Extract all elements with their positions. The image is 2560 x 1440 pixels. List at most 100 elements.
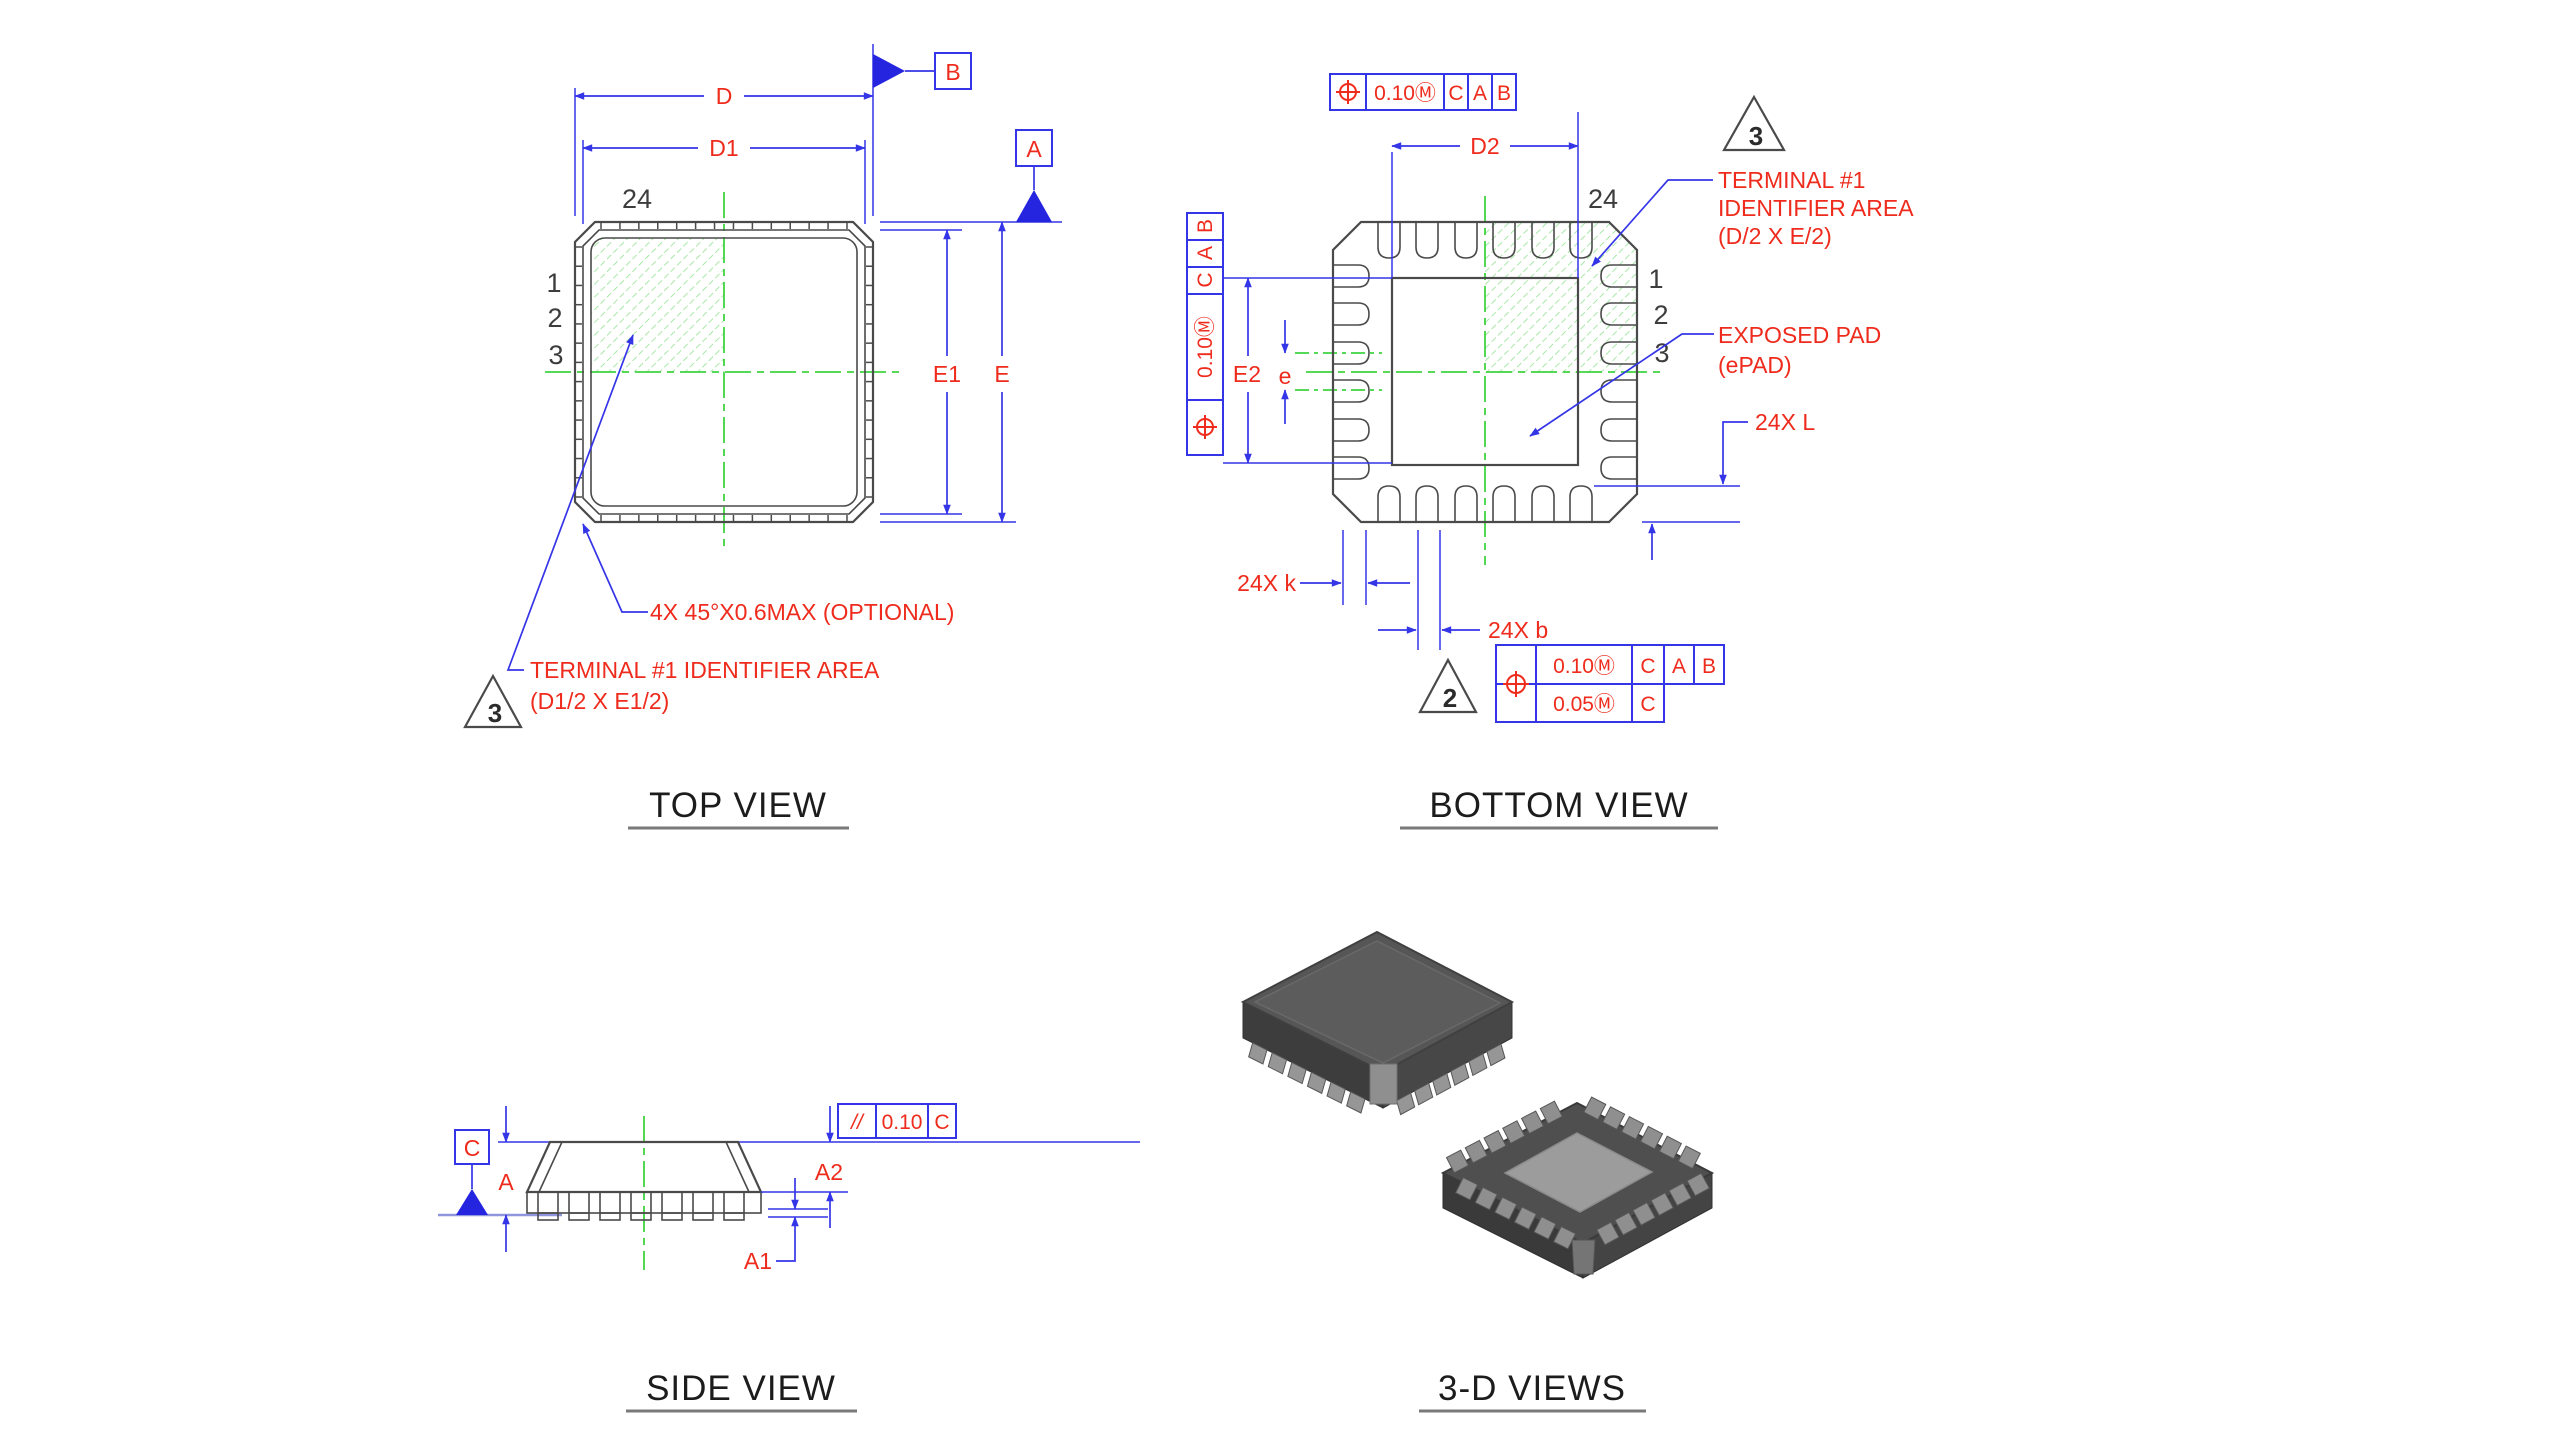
chip-pin	[1686, 1172, 1711, 1197]
dim-label-e: e	[1279, 363, 1292, 389]
chamfer-note-leader	[582, 523, 648, 613]
pin-label-24: 24	[1588, 184, 1618, 214]
chip-pin	[1248, 1042, 1268, 1065]
slot-bottom	[1531, 485, 1555, 522]
chip-3d-top	[1240, 930, 1515, 1116]
fcf-bottom-row1-ref2: A	[1672, 655, 1686, 678]
chip-corner-bevel	[1571, 1239, 1596, 1275]
pin-label-3: 3	[1654, 338, 1669, 368]
terminal-foot	[723, 1212, 745, 1221]
fcf-left: B A C 0.10Ⓜ	[1186, 212, 1224, 456]
chip-pin	[1445, 1149, 1470, 1174]
slot-left	[1333, 418, 1370, 442]
chip-pin	[1677, 1145, 1701, 1170]
fcf-left-ref3: B	[1194, 219, 1217, 233]
chip-pin	[1602, 1106, 1626, 1131]
datum-b-label: B	[945, 59, 960, 85]
terminal1-note-line1: TERMINAL #1 IDENTIFIER AREA	[530, 657, 880, 683]
fcf-left-tolerance: 0.10Ⓜ	[1194, 316, 1217, 378]
slot-right	[1600, 302, 1637, 326]
slot-left	[1333, 264, 1370, 288]
chip-pin	[1396, 1092, 1416, 1116]
dim-label-24XL: 24X L	[1755, 409, 1815, 435]
fcf-parallelism: // 0.10 C	[837, 1103, 957, 1139]
chip-pin	[1483, 1129, 1507, 1154]
position-tolerance-icon	[1503, 671, 1529, 697]
top-view-title: TOP VIEW	[649, 786, 827, 825]
slot-top	[1531, 222, 1555, 259]
terminal-foot	[661, 1212, 683, 1221]
datum-a-frame	[1015, 129, 1053, 167]
slot-bottom	[1415, 485, 1439, 522]
exposed-pad-note-line1: EXPOSED PAD	[1718, 322, 1881, 348]
chip-pin	[1494, 1196, 1518, 1221]
chip-pin	[1520, 1110, 1545, 1135]
fcf-bottom-row2-ref1: C	[1640, 693, 1655, 716]
chip-pin	[1346, 1091, 1366, 1114]
package-outline	[1331, 220, 1639, 524]
terminal1-note-leader	[1591, 179, 1713, 267]
slot-bottom	[1569, 485, 1593, 522]
position-tolerance-icon	[1193, 415, 1217, 439]
terminal1-note-line3: (D/2 X E/2)	[1718, 223, 1832, 249]
terminal-slots	[1333, 222, 1637, 522]
terminal-foot	[568, 1212, 590, 1221]
chip-pin	[1468, 1053, 1488, 1077]
chip-3d-bottom	[1440, 1096, 1715, 1279]
slot-right	[1600, 456, 1637, 480]
slot-top	[1569, 222, 1593, 259]
datum-a-triangle-icon	[1016, 190, 1052, 222]
slot-bottom	[1377, 485, 1401, 522]
dim-label-A1: A1	[744, 1248, 772, 1274]
slot-left	[1333, 456, 1370, 480]
note-flag-2-triangle-icon	[1418, 657, 1478, 714]
chamfer-note: 4X 45°X0.6MAX (OPTIONAL)	[650, 599, 954, 625]
fcf-top: 0.10Ⓜ C A B	[1329, 73, 1517, 111]
chip-pin	[1267, 1051, 1288, 1075]
pin-label-2: 2	[1653, 300, 1668, 330]
pin-label-3: 3	[548, 340, 563, 370]
side-view: C A A2 A1 // 0.10 C SIDE VIEW	[438, 1103, 1140, 1413]
fcf-top-tolerance: 0.10Ⓜ	[1374, 82, 1436, 105]
package-outline-inner-band	[582, 229, 866, 515]
chip-bottom-pins	[1445, 1096, 1711, 1250]
fcf-bottom: 0.10Ⓜ C A B 0.05Ⓜ C	[1495, 644, 1725, 723]
slot-top	[1454, 222, 1478, 259]
chip-pin	[1414, 1082, 1434, 1106]
chip-pin	[1450, 1062, 1470, 1086]
slot-left	[1333, 341, 1370, 365]
terminal1-note-line1: TERMINAL #1	[1718, 167, 1865, 193]
note-flag-3-triangle-icon	[463, 673, 523, 729]
pin-label-1: 1	[1648, 264, 1663, 294]
note-flag-3-label: 3	[488, 698, 502, 728]
chip-pin	[1502, 1120, 1526, 1145]
exposed-pad-note-leader	[1529, 333, 1714, 437]
chip-pin	[1614, 1211, 1638, 1236]
fcf-bottom-row1-ref3: B	[1702, 655, 1716, 678]
slot-right	[1600, 341, 1637, 365]
chip-pin	[1486, 1043, 1506, 1067]
pin-label-24: 24	[622, 184, 652, 214]
dim-label-24Xb: 24X b	[1488, 617, 1548, 643]
chip-top-pins	[1248, 1042, 1506, 1116]
dim-label-D1: D1	[709, 135, 738, 161]
fcf-top-ref3: B	[1497, 82, 1511, 105]
chip-pin	[1533, 1216, 1557, 1240]
threed-views-title: 3-D VIEWS	[1438, 1369, 1626, 1408]
chip-pin	[1583, 1096, 1607, 1121]
slot-top	[1492, 222, 1516, 259]
chip-pin	[1632, 1201, 1656, 1226]
chip-pin	[1326, 1081, 1346, 1104]
chip-pin	[1287, 1061, 1307, 1085]
datum-b-triangle-icon	[873, 54, 905, 88]
note-flag-3-triangle-icon	[1722, 94, 1786, 152]
pin-label-2: 2	[547, 303, 562, 333]
pin-label-1: 1	[546, 268, 561, 298]
terminal-foot	[630, 1212, 652, 1221]
terminal1-id-area-hatch	[1485, 222, 1637, 373]
chip-pin	[1432, 1072, 1452, 1096]
note-flag-2-label: 2	[1443, 683, 1457, 713]
chip-pin	[1454, 1176, 1479, 1201]
